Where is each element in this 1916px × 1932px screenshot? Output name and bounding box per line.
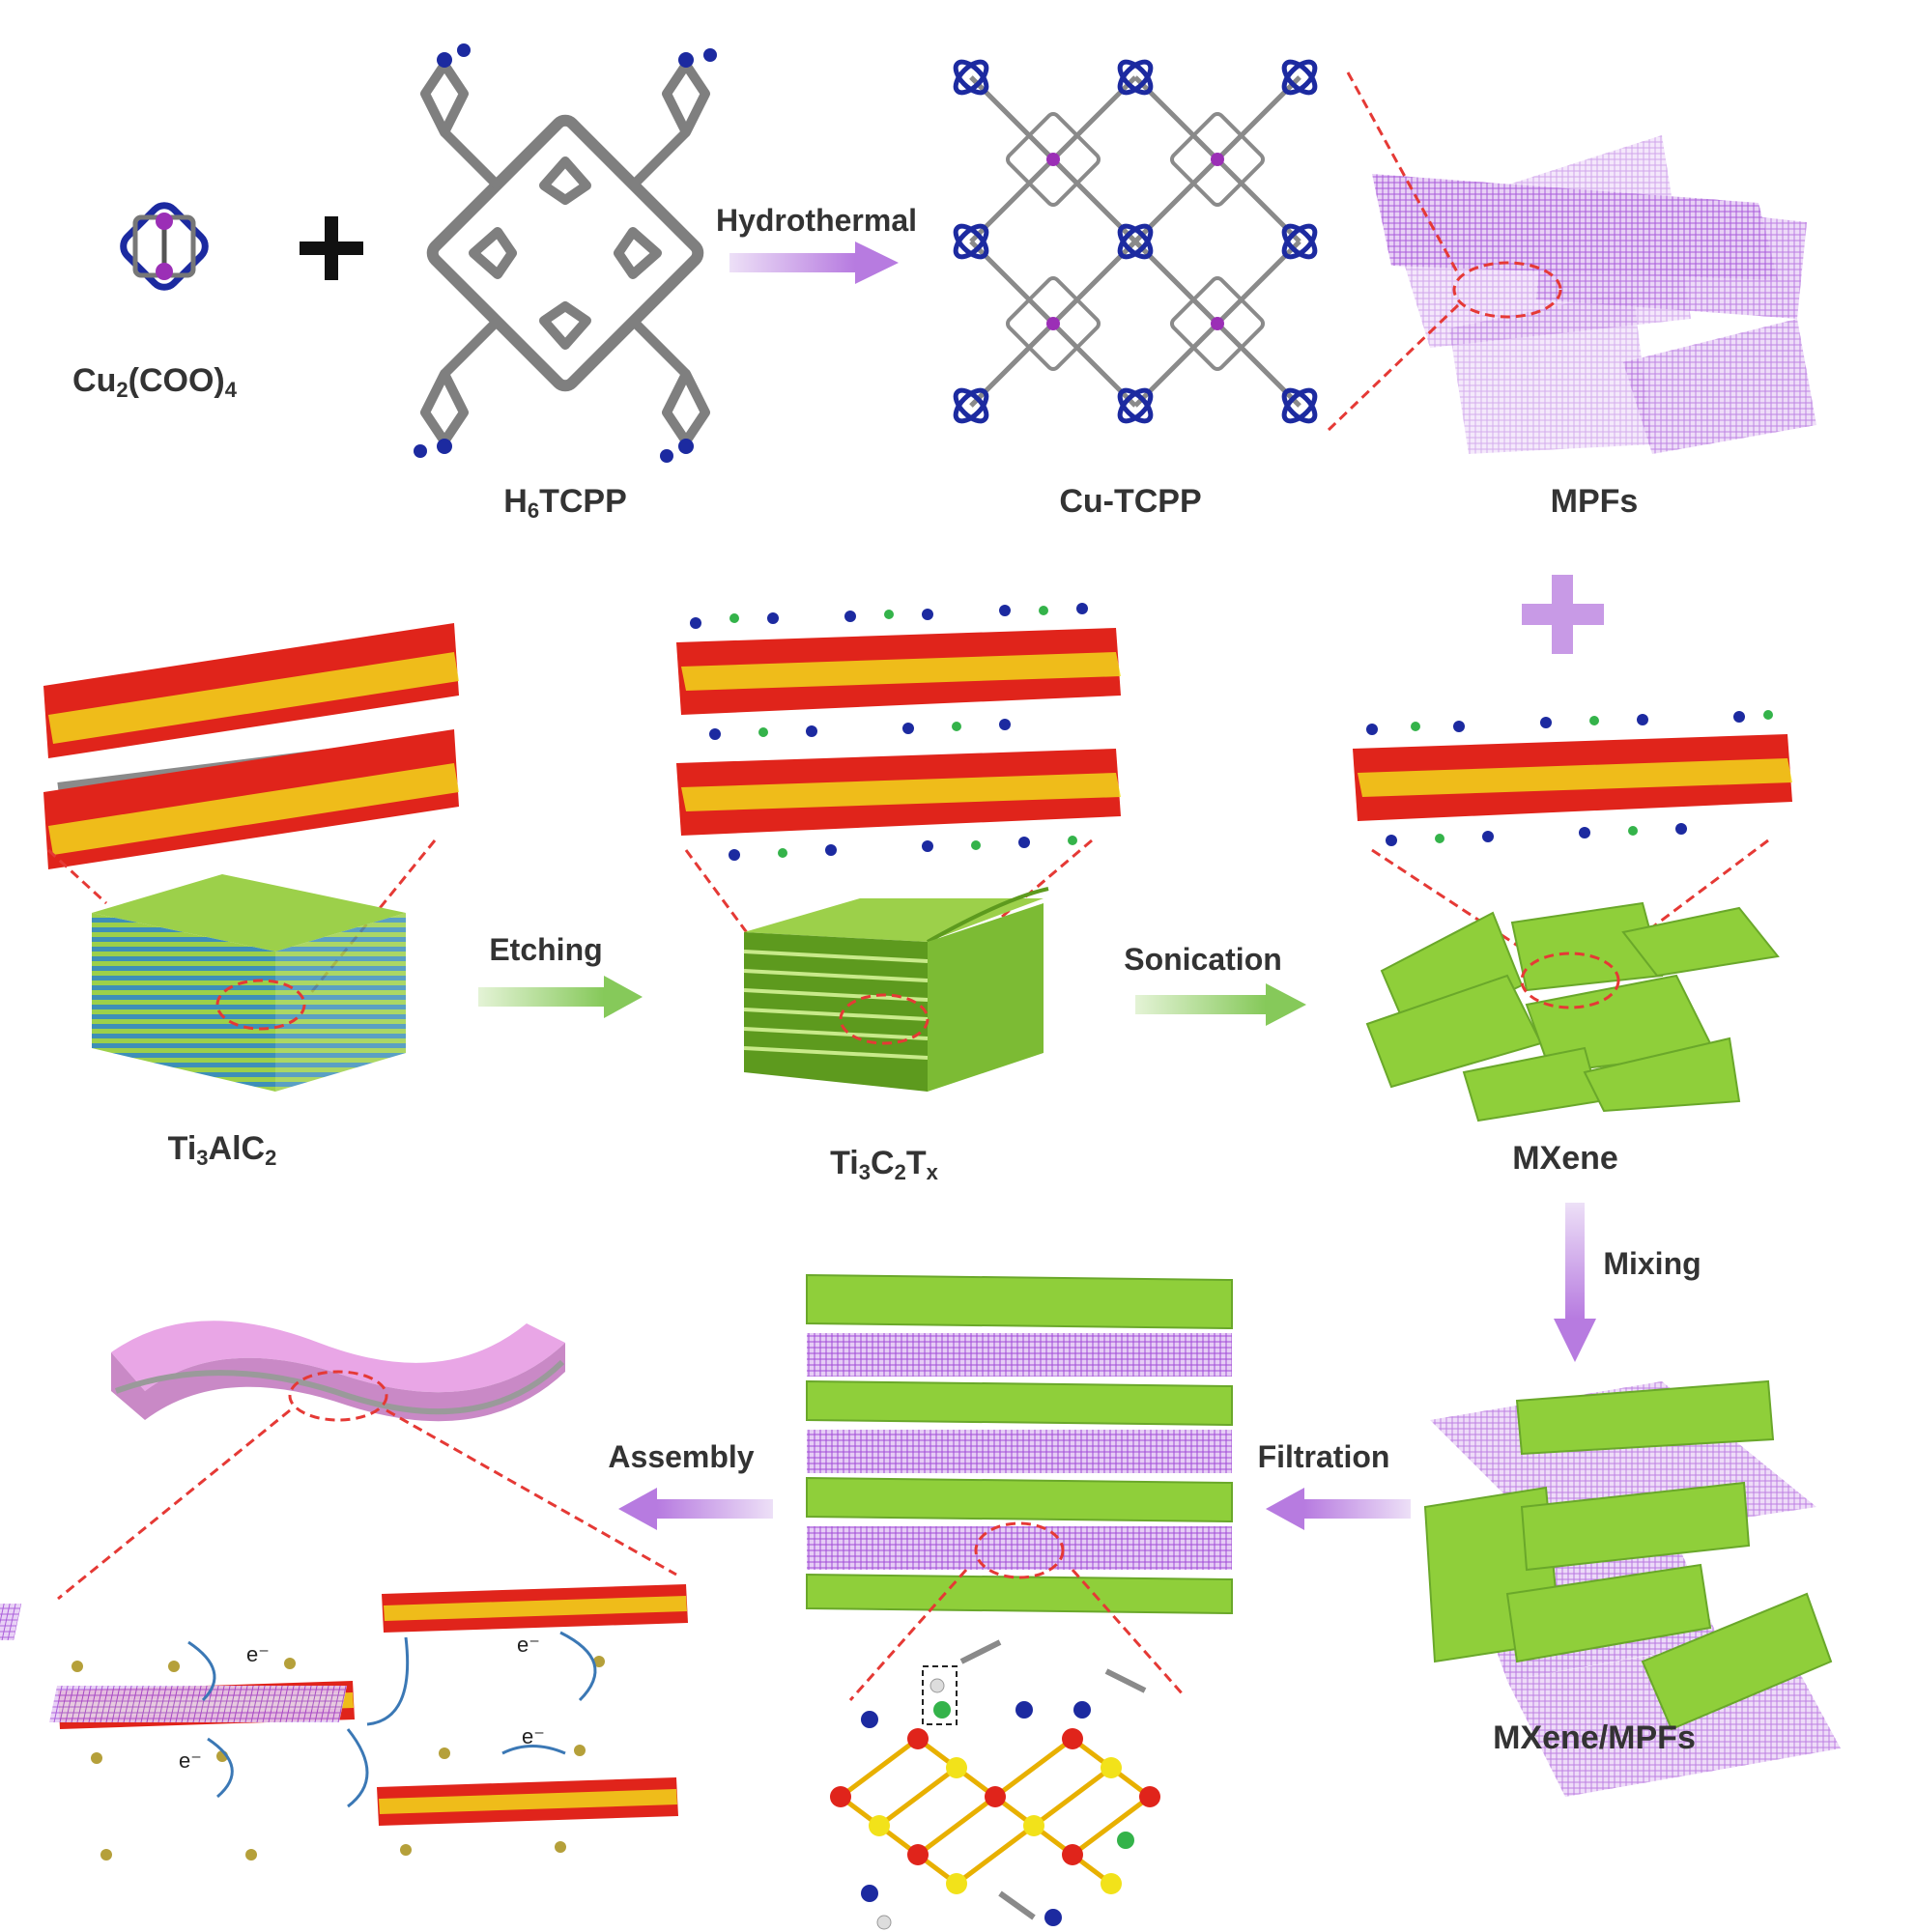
mpfs-label: MPFs [1550,483,1639,520]
cu-paddlewheel-label: Cu2(COO)4 [72,362,237,402]
sonication-arrow [1135,983,1306,1026]
electron-label-2: e⁻ [517,1633,540,1657]
ti3alc2-layers-icon [43,623,459,869]
etching-label: Etching [489,932,603,967]
stacked-film-icon [806,1273,1233,1615]
hydrothermal-label: Hydrothermal [715,203,918,238]
filtration-label: Filtration [1257,1439,1390,1474]
mxene-mpfs-mixture-icon [1423,1379,1841,1797]
cu-tcpp-framework-icon [953,59,1318,424]
cu-paddlewheel-icon [120,202,209,291]
mxene-mpfs-label: MXene/MPFs [1493,1719,1696,1756]
plus-icon [300,216,363,280]
ti3c2tx-layers-icon [676,603,1121,861]
flexible-film-icon [111,1321,565,1422]
assembly-label: Assembly [608,1439,755,1474]
etching-arrow [478,976,643,1018]
mixing-label: Mixing [1603,1246,1702,1281]
ti3c2tx-block-icon [743,887,1049,1092]
assembly-arrow [618,1488,773,1530]
h6tcpp-molecule-icon [414,43,717,463]
ti3c2tx-label: Ti3C2Tx [830,1145,938,1184]
mixing-arrow [1554,1203,1596,1362]
electron-label-4: e⁻ [522,1724,545,1748]
electron-label-1: e⁻ [246,1642,270,1666]
sonication-label: Sonication [1124,942,1282,977]
cu-tcpp-label: Cu-TCPP [1059,483,1202,520]
filtration-arrow [1266,1488,1411,1530]
mpfs-sheets-icon [1372,135,1816,454]
mxene-label: MXene [1512,1140,1618,1177]
ti3alc2-label: Ti3AlC2 [167,1130,277,1170]
atomic-structure-icon [830,1639,1160,1930]
heterostructure-icon [0,1584,688,1861]
mxene-flakes-icon [1365,901,1780,1122]
purple-plus-icon [1522,575,1604,654]
mxene-layer-icon [1353,710,1792,846]
hydrothermal-arrow [729,242,899,284]
electron-label-3: e⁻ [179,1748,202,1773]
h6tcpp-label: H6TCPP [503,483,627,523]
ti3alc2-block-icon [92,874,406,1092]
